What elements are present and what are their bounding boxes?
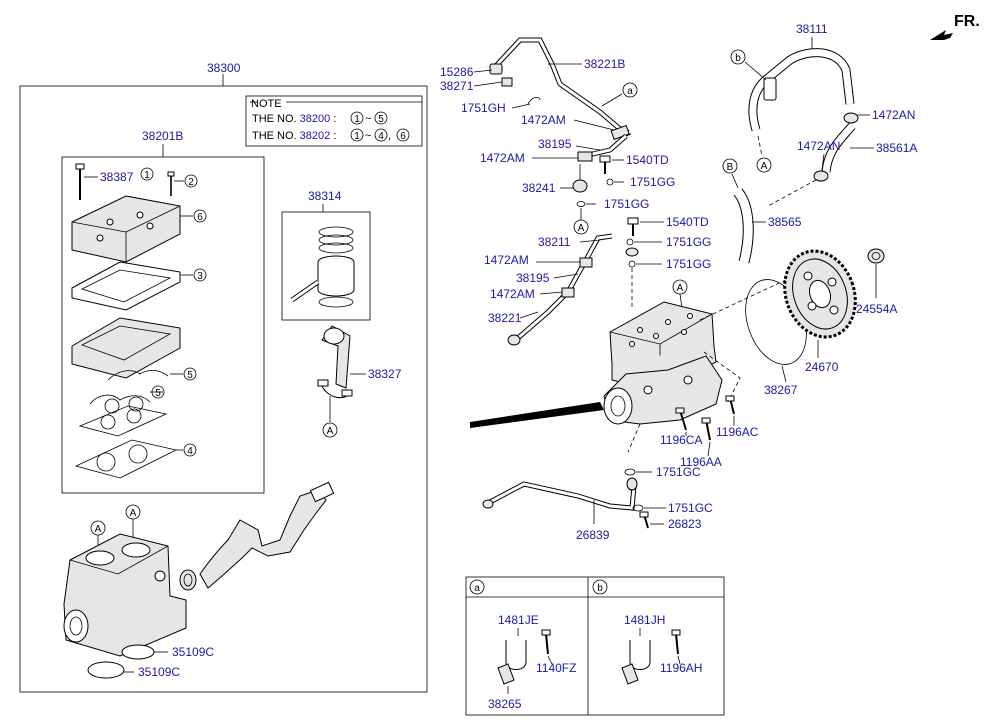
part-label-1472AM-b[interactable]: 1472AM	[480, 151, 525, 165]
part-label-38561A[interactable]: 38561A	[876, 141, 917, 155]
part-label-1751GG-a[interactable]: 1751GG	[630, 175, 675, 189]
part-label-1196AA[interactable]: 1196AA	[680, 455, 722, 469]
part-label-38327[interactable]: 38327	[368, 367, 402, 381]
head-gasket	[71, 261, 181, 311]
part-label-1472AM-d[interactable]: 1472AM	[490, 287, 535, 301]
part-label-38314[interactable]: 38314	[308, 189, 342, 203]
svg-text:2: 2	[188, 177, 194, 188]
note-box: NOTE THE NO. 38200 : 1 ~ 5 THE NO. 38202…	[245, 95, 423, 147]
pointer-wedge	[470, 402, 604, 428]
part-label-38211[interactable]: 38211	[538, 235, 571, 249]
part-label-1481JH[interactable]: 1481JH	[624, 613, 665, 627]
svg-text:1: 1	[354, 131, 360, 142]
detail-b-marker: b	[597, 583, 603, 594]
air-pipe-group: 15286 38271 38221B 1751GH a 1472AM 38195…	[440, 37, 711, 346]
front-arrow-icon	[930, 30, 953, 40]
svg-text:~: ~	[365, 113, 371, 125]
part-label-38221B[interactable]: 38221B	[584, 57, 625, 71]
svg-text:a: a	[627, 86, 633, 97]
part-label-38265[interactable]: 38265	[488, 697, 522, 711]
svg-text:3: 3	[197, 271, 203, 282]
svg-text:A: A	[761, 161, 768, 172]
part-label-38300[interactable]: 38300	[207, 61, 241, 75]
svg-text:B: B	[727, 162, 734, 173]
part-label-1196CA[interactable]: 1196CA	[660, 433, 702, 447]
part-label-1196AC[interactable]: 1196AC	[716, 425, 759, 439]
valve-plate	[71, 317, 181, 379]
part-label-1140FZ[interactable]: 1140FZ	[536, 661, 576, 675]
gear-nut	[867, 248, 885, 264]
svg-text:~: ~	[365, 130, 371, 142]
part-label-24554A[interactable]: 24554A	[856, 302, 897, 316]
svg-text:4: 4	[187, 446, 193, 457]
front-direction-indicator: FR.	[930, 13, 980, 40]
note-line1: THE NO. 38200 :	[252, 113, 336, 125]
part-label-1540TD-b[interactable]: 1540TD	[666, 215, 709, 229]
note-title: NOTE	[251, 98, 282, 110]
part-label-1472AN-b[interactable]: 1472AN	[797, 139, 840, 153]
part-label-1751GH[interactable]: 1751GH	[461, 101, 506, 115]
part-label-1481JE[interactable]: 1481JE	[498, 613, 539, 627]
assembly-38300-group: 38300 NOTE THE NO. 38200 : 1 ~ 5 THE NO.…	[19, 61, 428, 693]
svg-text:6: 6	[197, 212, 203, 223]
svg-text:5: 5	[155, 388, 161, 399]
detail-legend: a b 1481JE 1140FZ 38265 1481JH 1196AH	[465, 576, 725, 716]
note-line2: THE NO. 38202 :	[252, 130, 336, 142]
piston-kit-box: 38314	[281, 189, 371, 321]
part-label-1751GC-b[interactable]: 1751GC	[668, 501, 713, 515]
svg-text:A: A	[677, 283, 684, 294]
part-label-38221[interactable]: 38221	[488, 311, 522, 325]
part-label-35109C-a[interactable]: 35109C	[172, 645, 214, 659]
front-label: FR.	[954, 13, 980, 30]
svg-text:1: 1	[354, 114, 360, 125]
svg-text:A: A	[95, 524, 102, 535]
svg-text:b: b	[735, 53, 741, 64]
head-kit-box: 38201B 38387 1 2 6 3	[61, 129, 265, 494]
part-label-38195-b[interactable]: 38195	[516, 271, 550, 285]
connecting-rod: 38327 A	[317, 325, 402, 438]
part-label-1472AM-c[interactable]: 1472AM	[484, 253, 529, 267]
part-label-1472AM-a[interactable]: 1472AM	[521, 113, 566, 127]
part-label-24670[interactable]: 24670	[805, 360, 839, 374]
svg-text:1: 1	[144, 170, 150, 181]
part-label-1751GC-a[interactable]: 1751GC	[656, 465, 701, 479]
part-label-1751GG-c[interactable]: 1751GG	[666, 235, 711, 249]
coolant-hose-group: 38111 b A 1472AN 38561A 1472AN B 38565	[722, 22, 917, 264]
svg-text:A: A	[578, 223, 585, 234]
svg-text:4: 4	[378, 131, 384, 142]
drive-gear	[783, 249, 857, 339]
part-label-35109C-b[interactable]: 35109C	[138, 665, 180, 679]
part-label-1751GG-d[interactable]: 1751GG	[666, 257, 711, 271]
part-label-38271[interactable]: 38271	[440, 79, 474, 93]
cylinder-head	[71, 195, 181, 263]
part-label-26839[interactable]: 26839	[576, 528, 610, 542]
part-label-38267[interactable]: 38267	[764, 383, 798, 397]
svg-text:6: 6	[400, 131, 406, 142]
part-label-1472AN-a[interactable]: 1472AN	[872, 108, 915, 122]
part-label-38241[interactable]: 38241	[522, 181, 556, 195]
svg-text:,: ,	[388, 130, 391, 142]
part-label-38111[interactable]: 38111	[796, 22, 828, 36]
part-label-38195-a[interactable]: 38195	[538, 137, 572, 151]
part-label-15286[interactable]: 15286	[440, 65, 474, 79]
svg-text:5: 5	[378, 114, 384, 125]
crankcase-assembly: A A 35109C 35109C	[63, 481, 335, 679]
detail-a-marker: a	[474, 583, 480, 594]
svg-text:5: 5	[187, 370, 193, 381]
crankshaft	[199, 489, 327, 589]
compressor-assembly: A 1196CA 1196AA 1196AC 38267	[470, 248, 897, 542]
part-label-26823[interactable]: 26823	[668, 517, 702, 531]
svg-text:A: A	[327, 426, 334, 437]
svg-text:A: A	[130, 508, 137, 519]
part-label-38201B[interactable]: 38201B	[142, 129, 183, 143]
assembly-frame	[19, 85, 428, 693]
part-label-1751GG-b[interactable]: 1751GG	[604, 197, 649, 211]
piston	[317, 262, 355, 297]
part-label-1196AH[interactable]: 1196AH	[660, 661, 702, 675]
part-label-1540TD-a[interactable]: 1540TD	[626, 153, 669, 167]
part-label-38565[interactable]: 38565	[768, 215, 802, 229]
part-label-38387[interactable]: 38387	[100, 170, 134, 184]
